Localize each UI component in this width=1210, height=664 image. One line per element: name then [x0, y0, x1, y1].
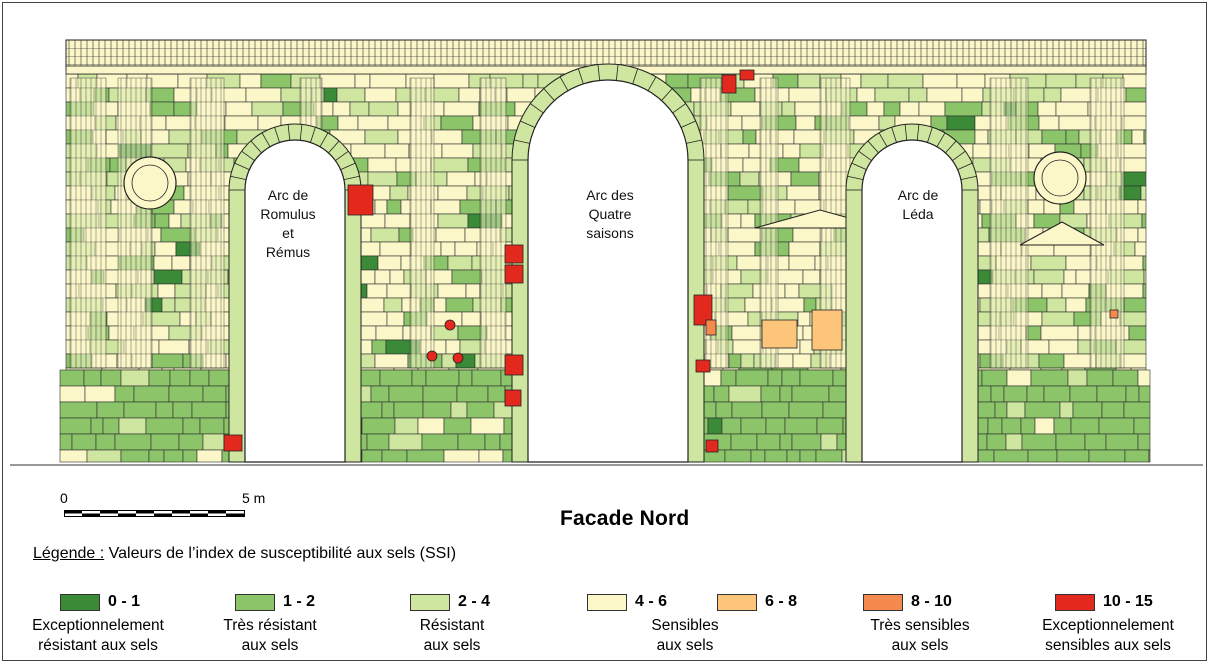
- arch-label-line: Arc de: [897, 187, 939, 203]
- legend-desc-line: aux sels: [891, 637, 949, 654]
- legend-range: 8 - 10: [911, 593, 952, 610]
- legend-description: Valeurs de l’index de susceptibilité aux…: [104, 545, 457, 562]
- legend-swatch: [587, 593, 627, 611]
- legend-prefix: Légende :: [33, 545, 105, 562]
- arch-label-line: Quatre: [588, 206, 632, 222]
- arch-openings: [228, 63, 979, 463]
- legend-desc-line: Très sensibles: [870, 617, 970, 634]
- scale-end-label: 5 m: [242, 490, 266, 506]
- legend-range: 2 - 4: [458, 593, 491, 610]
- arch-label-leda: Arc de Léda: [878, 186, 958, 224]
- legend-range: 0 - 1: [108, 593, 141, 610]
- legend-desc-line: aux sels: [656, 637, 714, 654]
- legend-desc-line: Sensibles: [651, 617, 719, 634]
- arch-label-line: Arc des: [586, 187, 634, 203]
- scale-start-label: 0: [60, 490, 68, 506]
- arch-label-line: Arc de: [267, 187, 309, 203]
- legend-range: 4 - 6: [635, 593, 668, 610]
- legend-desc-line: Résistant: [419, 617, 485, 634]
- legend-desc-line: résistant aux sels: [38, 637, 158, 654]
- arch-label-romulus: Arc de Romulus et Rémus: [248, 186, 328, 262]
- legend-swatch: [717, 593, 757, 611]
- legend-range: 1 - 2: [283, 593, 316, 610]
- facade-drawing: [10, 39, 1203, 466]
- arch-label-line: Léda: [902, 206, 934, 222]
- arch-label-quatre-saisons: Arc des Quatre saisons: [570, 186, 650, 243]
- legend-heading: Légende : Valeurs de l’index de suscepti…: [33, 545, 456, 563]
- legend-desc-line: sensibles aux sels: [1045, 637, 1171, 654]
- legend-swatch: [1055, 593, 1095, 611]
- scale-bar: [64, 510, 245, 517]
- legend-swatch: [235, 593, 275, 611]
- legend-swatch: [410, 593, 450, 611]
- legend-desc-line: Exceptionnelement: [32, 617, 164, 634]
- high-ssi-blocks: [223, 69, 1119, 453]
- legend-range: 6 - 8: [765, 593, 798, 610]
- legend-desc-line: aux sels: [423, 637, 481, 654]
- legend-desc-line: aux sels: [241, 637, 299, 654]
- arch-label-line: et: [282, 225, 294, 241]
- arch-label-line: Romulus: [260, 206, 316, 222]
- legend-desc-line: Très résistant: [223, 617, 317, 634]
- arch-label-line: Rémus: [265, 244, 311, 260]
- figure-title: Facade Nord: [560, 507, 690, 530]
- legend-swatch: [60, 593, 100, 611]
- legend-swatch: [863, 593, 903, 611]
- arch-label-line: saisons: [586, 225, 634, 241]
- legend-desc-line: Exceptionnelement: [1042, 617, 1174, 634]
- legend-range: 10 - 15: [1103, 593, 1153, 610]
